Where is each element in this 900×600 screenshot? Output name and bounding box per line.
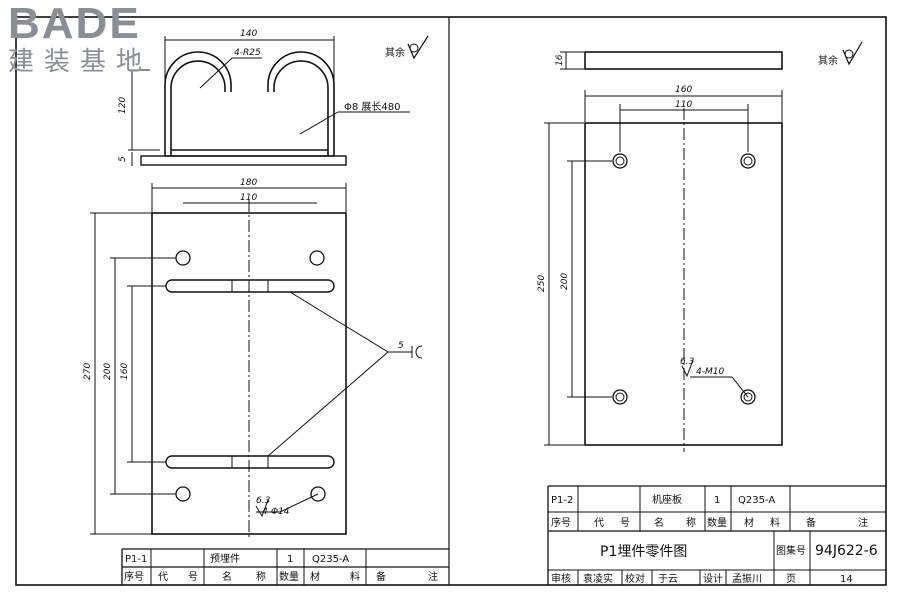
right-header-liao: 料: [770, 516, 780, 529]
right-header-seq: 序号: [551, 516, 571, 529]
dim-radius: 4-R25: [234, 48, 261, 58]
atlas-label: 图集号: [776, 544, 806, 557]
thread-spec: 4-M10: [696, 367, 724, 377]
left-header-zhu: 注: [428, 570, 438, 583]
slot-bottom: [165, 455, 335, 469]
plate-edge-view: [584, 51, 783, 70]
drawing-title: P1埋件零件图: [600, 544, 687, 560]
dim-110-right: 110: [675, 100, 692, 110]
roughness-value-right: 6.3: [680, 357, 695, 367]
thread-tl-inner: [615, 156, 625, 166]
thread-bl: [612, 389, 628, 405]
hole-tr: [309, 250, 325, 266]
right-plate-views: [544, 51, 783, 452]
dim-160: 160: [120, 363, 130, 380]
thread-br-inner: [743, 392, 753, 402]
left-row-name: 预埋件: [210, 553, 240, 565]
thread-leader: [731, 376, 749, 398]
left-header-cheng: 称: [256, 570, 266, 583]
dim-5-base: 5: [118, 156, 128, 162]
left-header-cai: 材: [310, 570, 320, 583]
dim-120: 120: [118, 97, 128, 114]
left-header-dai: 代: [158, 571, 168, 583]
sign-page-number: 14: [840, 574, 853, 585]
rod-leader: [299, 111, 339, 135]
right-header-ming: 名: [654, 516, 664, 529]
dim-200-right: 200: [560, 273, 570, 290]
sign-design-label: 设计: [703, 572, 723, 585]
weld-leader-top: [289, 291, 389, 353]
hole-tl: [175, 250, 191, 266]
dim-16: 16: [555, 54, 565, 66]
sign-review-label: 审核: [551, 572, 571, 585]
right-header-bei: 备: [806, 516, 816, 529]
right-title-block: [547, 485, 886, 585]
right-row-material: Q235-A: [738, 495, 775, 506]
right-header-qty: 数量: [707, 516, 727, 529]
right-header-dai: 代: [594, 517, 604, 529]
thread-tr: [740, 153, 756, 169]
left-header-hao: 号: [188, 571, 198, 583]
thread-tl: [612, 153, 628, 169]
atlas-number: 94J622-6: [815, 543, 878, 559]
thread-bl-inner: [615, 392, 625, 402]
right-header-zhu: 注: [858, 516, 868, 529]
hole-bl: [175, 486, 191, 502]
left-row-material: Q235-A: [312, 554, 349, 565]
left-plate: [151, 212, 347, 535]
right-header-hao: 号: [620, 517, 630, 529]
rod-note: Φ8 展长480: [344, 101, 401, 113]
drawing-frame: [15, 16, 887, 586]
left-header-qty: 数量: [279, 570, 299, 583]
roughness-tick-right: [681, 359, 694, 378]
weld-size: 5: [398, 341, 404, 351]
roughness-tick-left: [255, 499, 269, 518]
left-base-plate: [140, 155, 347, 166]
right-row-name: 机座板: [652, 493, 682, 506]
finish-note-left: 其余: [385, 46, 405, 59]
left-header-ming: 名: [222, 570, 232, 583]
thread-tr-inner: [743, 156, 753, 166]
left-row-qty: 1: [287, 554, 293, 565]
left-header-bei: 备: [376, 570, 386, 583]
dim-140: 140: [240, 29, 257, 39]
weld-symbol: [411, 345, 423, 359]
right-row-qty: 1: [714, 495, 720, 506]
hole-spec-left: 4-Φ14: [262, 507, 290, 517]
right-header-cheng: 称: [686, 516, 696, 529]
dim-160-right: 160: [675, 85, 692, 95]
hole-br: [310, 486, 326, 502]
right-header-cai: 材: [744, 516, 754, 529]
left-parts-table: [121, 548, 449, 585]
left-plan: [90, 183, 423, 540]
roughness-circle-left: [409, 43, 419, 53]
radius-leader: [199, 57, 233, 89]
finish-note-right: 其余: [818, 54, 838, 67]
u-rod-right: [267, 51, 335, 156]
rod-bottom-bar: [165, 149, 334, 157]
sign-reviewer: 袁凌实: [583, 572, 613, 585]
roughness-value-left: 6.3: [256, 496, 271, 506]
dim-180: 180: [240, 178, 257, 188]
sign-page-label: 页: [786, 573, 796, 585]
sign-check-label: 校对: [625, 572, 645, 585]
left-header-liao: 料: [350, 570, 360, 583]
dim-270: 270: [83, 363, 93, 380]
left-row-code: P1-1: [125, 554, 147, 565]
right-row-code: P1-2: [551, 495, 573, 506]
slot-top: [165, 279, 335, 293]
dim-110-left: 110: [240, 193, 257, 203]
left-elevation: [128, 36, 410, 166]
thread-br: [740, 389, 756, 405]
hole-leader: [279, 493, 319, 513]
u-rod-left: [164, 51, 232, 156]
sign-designer: 孟振川: [732, 572, 762, 585]
roughness-circle-right: [844, 49, 854, 59]
sign-checker: 于云: [658, 574, 678, 585]
dim-200-left: 200: [103, 363, 113, 380]
weld-leader-bottom: [267, 351, 389, 457]
dim-250: 250: [537, 275, 547, 292]
left-header-seq: 序号: [124, 570, 144, 583]
